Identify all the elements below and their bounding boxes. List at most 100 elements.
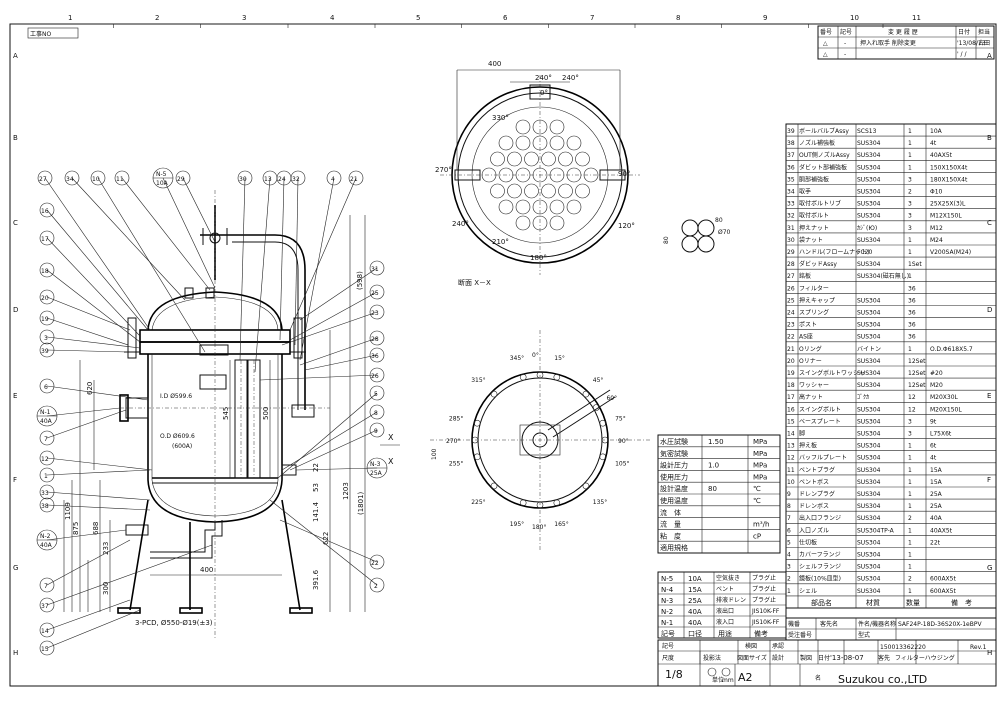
callout-bubble [39, 597, 55, 613]
callout-label: 39 [41, 348, 49, 355]
title-customer: 客先名 [820, 620, 838, 628]
section-angle: 285° [449, 416, 463, 423]
part-remark: 15A [930, 467, 943, 474]
callout-label: 33 [41, 490, 49, 497]
part-name: シェル [799, 588, 817, 595]
part-name: フィルター [799, 284, 829, 292]
part-no: 11 [787, 467, 795, 474]
bolt-hole [582, 390, 590, 398]
part-qty: 12 [908, 406, 916, 413]
front-view: I.D Ø599.6 O.D Ø609.6 (600A) 400 3-PCD, … [36, 167, 400, 656]
callout-bubble [39, 262, 55, 278]
part-no: 36 [787, 164, 795, 171]
nozzle-no: N-3 [661, 597, 673, 605]
part-name: ドレンプラグ [799, 490, 835, 498]
part-qty: 12Set [908, 382, 926, 389]
part-name: ベントプラグ [799, 466, 835, 474]
dim-1801: (1801) [357, 491, 365, 515]
title-date-label: 日付 [818, 654, 830, 662]
bolt-hole [471, 436, 479, 444]
part-qty: 36 [908, 334, 916, 341]
dim-688: 688 [92, 522, 100, 535]
part-no: 30 [787, 237, 795, 244]
part-material: SUS304 [857, 576, 881, 583]
callout-label: 12 [41, 456, 49, 463]
spec-unit: MPa [753, 438, 767, 446]
dim-545: 545 [222, 407, 230, 420]
spec-unit: cP [753, 532, 761, 540]
revision-header: 記号 [840, 28, 852, 36]
nozzle-no: N-4 [661, 586, 674, 594]
dim-233: 233 [102, 542, 110, 555]
filter-tube [558, 151, 573, 167]
part-name: バッフルプレート [799, 455, 847, 462]
bolt-hole [536, 371, 544, 379]
part-name: スプリング [799, 309, 829, 317]
filter-tube [490, 183, 505, 199]
part-name: 胴部補強板 [799, 175, 829, 183]
dim-22: 22 [312, 463, 320, 472]
part-name: 出入口フランジ [799, 514, 841, 522]
part-no: 19 [787, 370, 795, 377]
part-material: SUS304 [857, 539, 881, 546]
spec-value: 1.50 [708, 438, 724, 446]
title-design: 設計 [772, 654, 784, 662]
part-remark: L75X6t [930, 431, 952, 438]
part-qty: 36 [908, 285, 916, 292]
dim-od: O.D Ø609.6 [160, 433, 195, 440]
top-ang-0: 0° [540, 89, 548, 97]
top-ang-270: 270° [435, 166, 452, 174]
part-no: 20 [787, 358, 795, 365]
callout-label: 8 [374, 410, 378, 417]
part-qty: 36 [908, 297, 916, 304]
part-qty: 1 [908, 479, 912, 486]
part-remark: M20X150L [930, 406, 962, 413]
section-view: 断面 X－X 0°15°45°60°75°90°105°135°165°180°… [430, 278, 650, 550]
part-name: ダビット部補強板 [799, 163, 847, 171]
part-remark: V200SA(M24) [930, 249, 971, 256]
part-material: SUS304 [857, 503, 881, 510]
part-remark: 25X25X(3)L [930, 201, 966, 208]
callout-bubble [39, 329, 55, 345]
title-sym: 記号 [662, 642, 674, 650]
part-material: SUS304 [857, 431, 881, 438]
revision-header: 日付 [958, 28, 970, 36]
spec-label: 設計圧力 [660, 461, 688, 470]
top-ang-120: 120° [618, 222, 635, 230]
part-no: 23 [787, 322, 795, 329]
row-letter: C [987, 219, 992, 227]
callout-bubble [39, 430, 55, 446]
bolt-hole [490, 482, 498, 490]
row-letter: E [13, 392, 17, 400]
part-remark: 40A [930, 515, 943, 522]
part-qty: 1 [908, 273, 912, 280]
title-kiban: 機番 [788, 620, 800, 628]
callout-bubble [348, 170, 364, 186]
callout-label: 11 [116, 176, 124, 183]
bolt-hole [599, 419, 607, 427]
nozzle-size: 40A [688, 619, 702, 627]
part-material: SUS304 [857, 189, 881, 196]
part-no: 32 [787, 213, 795, 220]
row-letter: D [987, 306, 992, 314]
nozzle-std: JIS10K-FF [751, 619, 780, 626]
part-material: SUS304TP-A [857, 527, 895, 534]
callout-bubble [369, 554, 385, 570]
part-remark: 4t [930, 140, 937, 147]
part-remark: 10A [930, 128, 943, 135]
row-letter: B [987, 134, 992, 142]
filter-tube [549, 135, 565, 151]
title-company: Suzukou co.,LTD [838, 673, 927, 686]
part-material: SUS304 [857, 310, 881, 317]
part-no: 7 [787, 515, 791, 522]
nozzle-no: N-2 [661, 608, 673, 616]
part-material: SUS304 [857, 237, 881, 244]
callout-bubble [39, 467, 55, 483]
part-material: ｶｼﾞ(Ю) [857, 225, 877, 232]
title-product-name: フィルターハウジング [895, 654, 955, 662]
filter-tube [541, 151, 556, 167]
spec-value: 1.0 [708, 462, 719, 470]
dim-400-top: 400 [488, 60, 501, 68]
